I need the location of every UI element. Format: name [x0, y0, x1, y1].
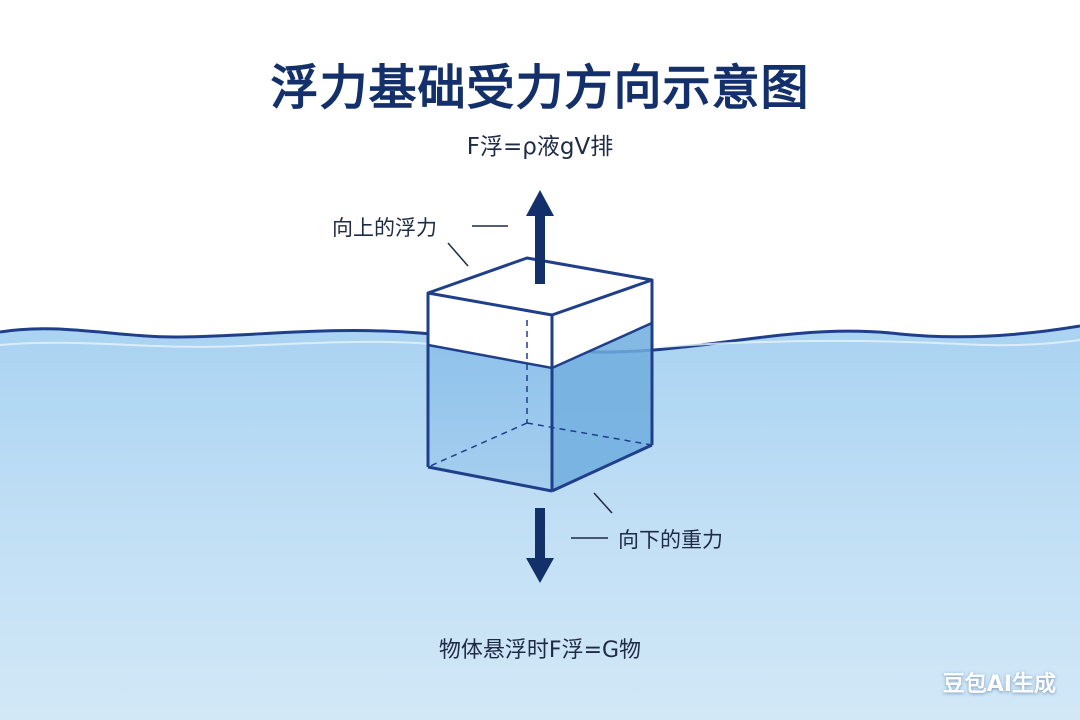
buoyancy-formula: F浮=ρ液gV排: [466, 134, 614, 160]
cube-top-face: [428, 258, 652, 315]
cube-front-face-above: [428, 293, 552, 368]
arrow-down-icon: [526, 508, 554, 583]
downward-gravity-label: 向下的重力: [618, 528, 723, 552]
water-highlight: [659, 339, 1080, 348]
cube-submerged-right: [552, 323, 652, 491]
cube-submerged-front: [428, 345, 552, 491]
water-highlight: [0, 340, 431, 348]
upward-buoyancy-label: 向上的浮力: [332, 216, 437, 240]
cube-outline: [426, 256, 654, 493]
down-label-leader: [593, 492, 613, 514]
ai-watermark: 豆包AI生成: [942, 672, 1056, 697]
diagram-title: 浮力基础受力方向示意图: [270, 60, 810, 116]
arrow-up-icon: [526, 190, 554, 284]
cube-hidden-edges: [427, 320, 653, 468]
cube-right-face-above: [552, 280, 652, 368]
up-label-leader: [447, 242, 469, 267]
suspension-condition-formula: 物体悬浮时F浮=G物: [438, 638, 642, 663]
